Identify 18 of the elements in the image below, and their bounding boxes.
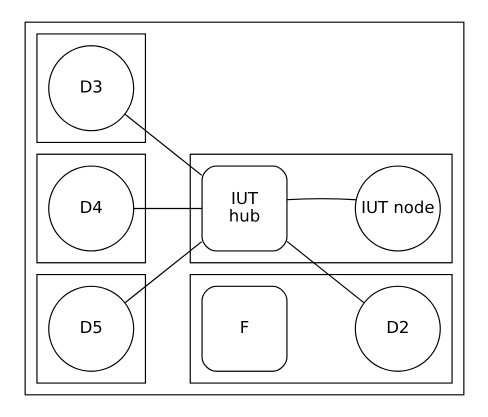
- connector: [124, 241, 202, 304]
- connector: [133, 208, 202, 210]
- connector: [124, 114, 202, 176]
- node-box: IUT hub: [200, 165, 288, 252]
- cluster: [189, 154, 452, 264]
- connector: [286, 198, 356, 200]
- node-circle: IUT node: [354, 165, 440, 252]
- node-circle: D5: [48, 286, 134, 372]
- cluster: [24, 22, 464, 396]
- node-circle: D2: [354, 286, 440, 372]
- node-circle: D4: [48, 165, 134, 252]
- cluster: [36, 274, 146, 384]
- cluster: [36, 33, 146, 144]
- connector: [286, 240, 364, 304]
- cluster: [36, 154, 146, 264]
- cluster: [189, 274, 452, 384]
- node-circle: D3: [48, 45, 134, 132]
- node-box: F: [200, 286, 288, 372]
